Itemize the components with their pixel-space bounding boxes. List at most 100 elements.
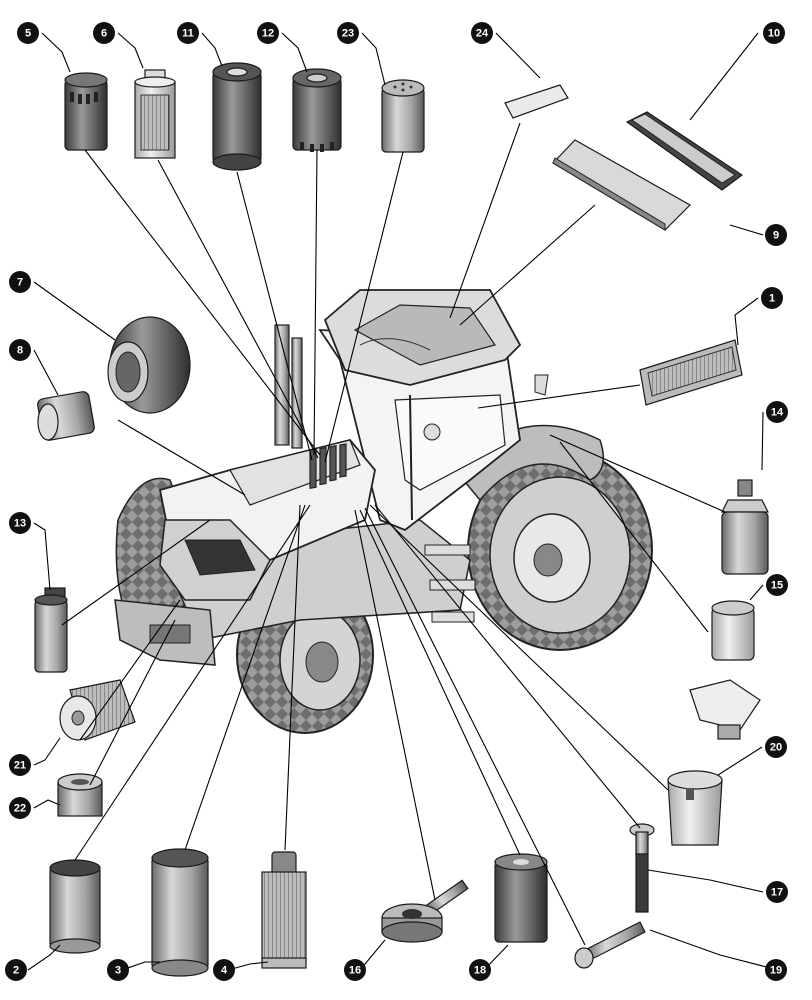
callout-22: 22 (9, 797, 31, 819)
callout-badge-circle (765, 224, 787, 246)
callout-badge-circle (337, 22, 359, 44)
filter-part-5 (64, 72, 108, 151)
callout-6: 6 (93, 22, 115, 44)
callout-badge-circle (471, 22, 493, 44)
filter-part-15 (689, 600, 761, 740)
callout-number: 23 (342, 28, 354, 40)
filter-part-13 (34, 587, 68, 673)
filter-part-2 (49, 859, 101, 954)
callout-number: 22 (14, 803, 26, 815)
tractor-illustration (114, 289, 653, 734)
filter-part-22 (57, 773, 103, 817)
callout-number: 18 (474, 965, 486, 977)
callout-14: 14 (766, 401, 788, 423)
filter-part-11 (212, 62, 262, 171)
callout-8: 8 (9, 339, 31, 361)
callout-number: 21 (14, 760, 26, 772)
callout-12: 12 (257, 22, 279, 44)
callout-number: 6 (101, 28, 107, 40)
callout-2: 2 (5, 959, 27, 981)
callout-badge-circle (761, 287, 783, 309)
filter-part-3 (151, 848, 209, 977)
callout-number: 15 (771, 580, 783, 592)
callout-badge-circle (213, 959, 235, 981)
callout-badge-circle (9, 754, 31, 776)
callout-1: 1 (761, 287, 783, 309)
callout-badge-circle (177, 22, 199, 44)
callout-10: 10 (763, 22, 785, 44)
filter-part-7 (107, 316, 191, 414)
callout-number: 20 (770, 742, 782, 754)
filter-part-16 (381, 879, 469, 943)
callout-20: 20 (765, 736, 787, 758)
filter-part-1 (639, 339, 743, 406)
callout-number: 7 (17, 277, 23, 289)
filter-part-17 (629, 823, 655, 913)
callout-badge-circle (344, 959, 366, 981)
callout-badge-circle (93, 22, 115, 44)
callout-number: 2 (13, 965, 19, 977)
callout-9: 9 (765, 224, 787, 246)
callout-18: 18 (469, 959, 491, 981)
filter-part-6 (134, 69, 176, 159)
callout-number: 11 (182, 28, 194, 40)
callout-11: 11 (177, 22, 199, 44)
callout-badge-circle (5, 959, 27, 981)
callout-number: 12 (262, 28, 274, 40)
callout-badge-circle (9, 512, 31, 534)
filter-part-20 (667, 770, 723, 846)
filter-part-4 (261, 851, 307, 969)
callout-badge-circle (765, 959, 787, 981)
filter-part-19 (574, 921, 646, 969)
callout-19: 19 (765, 959, 787, 981)
callout-number: 16 (349, 965, 361, 977)
callout-number: 3 (115, 965, 121, 977)
callout-number: 8 (17, 345, 23, 357)
filter-part-12 (292, 68, 342, 152)
callout-4: 4 (213, 959, 235, 981)
callout-badge-circle (9, 797, 31, 819)
rear-wheel (467, 449, 653, 651)
callout-3: 3 (107, 959, 129, 981)
callout-number: 19 (770, 965, 782, 977)
callout-24: 24 (471, 22, 493, 44)
callout-16: 16 (344, 959, 366, 981)
filter-part-9 (552, 139, 691, 231)
callout-badge-circle (766, 574, 788, 596)
callout-23: 23 (337, 22, 359, 44)
callout-15: 15 (766, 574, 788, 596)
callout-number: 14 (771, 407, 784, 419)
filter-part-24 (504, 84, 569, 119)
filter-part-14 (721, 479, 769, 575)
callout-badge-circle (9, 271, 31, 293)
callout-badge-circle (257, 22, 279, 44)
callout-badge-circle (9, 339, 31, 361)
callout-badge-circle (766, 881, 788, 903)
callout-17: 17 (766, 881, 788, 903)
callout-badge-circle (107, 959, 129, 981)
callout-number: 9 (773, 230, 779, 242)
callout-number: 13 (14, 518, 26, 530)
filter-part-23 (381, 79, 425, 153)
callout-7: 7 (9, 271, 31, 293)
filter-part-10 (625, 111, 744, 191)
callout-13: 13 (9, 512, 31, 534)
parts (34, 62, 769, 977)
filter-part-21 (59, 679, 136, 741)
callout-badge-circle (766, 401, 788, 423)
callout-number: 17 (771, 887, 783, 899)
callout-badge-circle (469, 959, 491, 981)
callout-number: 10 (768, 28, 780, 40)
callout-badge-circle (763, 22, 785, 44)
callout-21: 21 (9, 754, 31, 776)
callout-number: 5 (25, 28, 31, 40)
callout-badge-circle (765, 736, 787, 758)
callout-5: 5 (17, 22, 39, 44)
filter-part-18 (494, 853, 548, 943)
filter-part-8 (37, 391, 95, 441)
callout-number: 1 (769, 293, 775, 305)
callout-badge-circle (17, 22, 39, 44)
leader-lines (27, 32, 779, 971)
